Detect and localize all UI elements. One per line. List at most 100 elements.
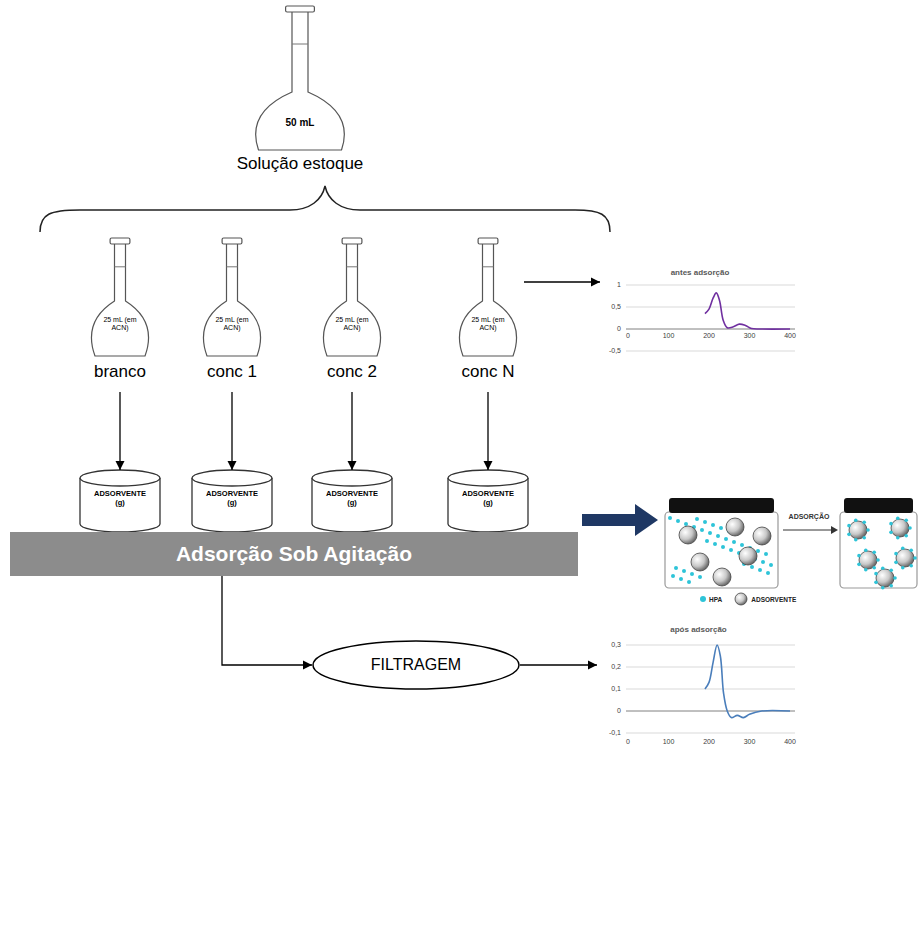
node-text: ADSORVENTE (g): [459, 489, 517, 507]
node-caption: conc 1: [207, 362, 257, 382]
process-ellipse: FILTRAGEM: [312, 640, 520, 690]
node-text: ADSORVENTE (g): [91, 489, 149, 507]
node-text: ADSORVENTE (g): [323, 489, 381, 507]
axis-tick: 1: [617, 281, 621, 289]
reaction-arrowhead: [831, 526, 838, 534]
hpa-dot: [705, 539, 709, 543]
adsorbed-hpa: [908, 526, 912, 530]
node-text: antes adsorção: [671, 268, 730, 278]
adsorbent-container: ADSORVENTE (g): [448, 470, 528, 532]
adsorbed-hpa: [889, 531, 893, 535]
adsorbed-hpa: [889, 522, 893, 526]
adsorbed-hpa: [901, 566, 905, 570]
adsorbent-particle: [896, 549, 914, 567]
axis-tick: 200: [703, 332, 715, 340]
hpa-dot: [716, 534, 720, 538]
flask-outline: [324, 244, 381, 356]
adsorbed-hpa: [904, 518, 908, 522]
hpa-dot: [679, 577, 683, 581]
hpa-dot: [766, 571, 770, 575]
adsorbed-hpa: [874, 581, 878, 585]
node-text: após adsorção: [670, 625, 726, 635]
adsorbent-particle: [859, 551, 877, 569]
hpa-dot: [695, 517, 699, 521]
flask-stopper: [478, 238, 498, 244]
flask-outline: [256, 12, 345, 150]
node-text: 25 mL (em ACN): [214, 316, 250, 333]
process-label: ADSORÇÃO: [789, 513, 830, 521]
adsorbent-container: ADSORVENTE (g): [80, 470, 160, 532]
adsorbed-hpa: [874, 572, 878, 576]
node-text: 25 mL (em ACN): [334, 316, 370, 333]
reaction-arrow: [783, 530, 832, 531]
hpa-dot: [684, 522, 688, 526]
axis-tick: 0: [617, 707, 621, 715]
stock-flask: 50 mLSolução estoque: [210, 4, 390, 182]
connector-arrow: [231, 392, 232, 470]
adsorbent-particle: [891, 519, 909, 537]
vial-body: [840, 512, 917, 588]
hpa-dot: [740, 543, 744, 547]
axis-tick: 0,3: [611, 641, 621, 649]
chart-gridline: [626, 285, 795, 286]
adsorbed-hpa: [866, 528, 870, 532]
adsorbed-hpa: [893, 576, 897, 580]
adsorbed-hpa: [872, 550, 876, 554]
adsorbent-particle: [739, 547, 757, 565]
adsorbent-particle: [876, 569, 894, 587]
graduation-mark: [292, 44, 308, 45]
legend-text: HPA: [709, 596, 722, 603]
axis-tick: 0,1: [611, 685, 621, 693]
connector-arrow: [351, 392, 352, 470]
adsorbed-hpa: [881, 566, 885, 570]
adsorbent-particle: [726, 518, 744, 536]
legend: HPAADSORVENTE: [700, 592, 804, 606]
hpa-dot: [682, 569, 686, 573]
adsorbed-hpa: [909, 548, 913, 552]
adsorbed-hpa: [847, 533, 851, 537]
node-text: 25 mL (em ACN): [470, 316, 506, 333]
flask-outline: [92, 244, 149, 356]
hpa-dot: [700, 528, 704, 532]
legend-symbol: [734, 592, 748, 606]
spectrum-chart: antes adsorção: [600, 265, 800, 375]
adsorbed-hpa: [904, 534, 908, 538]
axis-tick: -0,5: [609, 347, 621, 355]
adsorbed-hpa: [894, 552, 898, 556]
hpa-dot: [713, 542, 717, 546]
adsorbed-hpa: [896, 536, 900, 540]
hpa-dot: [674, 566, 678, 570]
process-arrow: [582, 504, 658, 536]
chart-gridline: [626, 645, 795, 646]
hpa-dot: [719, 526, 723, 530]
adsorbent-particle: [679, 526, 697, 544]
adsorbed-hpa: [901, 546, 905, 550]
vial-body: [665, 512, 778, 588]
adsorbed-hpa: [896, 516, 900, 520]
hpa-dot: [729, 548, 733, 552]
container-rim: [192, 470, 272, 486]
hpa-dot: [732, 540, 736, 544]
node-caption: Solução estoque: [237, 154, 364, 174]
adsorbent-particle: [691, 553, 709, 571]
node-text: 25 mL (em ACN): [102, 316, 138, 333]
flask-stopper: [342, 238, 362, 244]
adsorbed-hpa: [862, 536, 866, 540]
adsorbent-container: ADSORVENTE (g): [312, 470, 392, 532]
adsorbed-hpa: [864, 568, 868, 572]
graduation-mark: [227, 266, 238, 267]
volumetric-flask: 25 mL (em ACN) conc 1: [196, 236, 268, 392]
flask-outline: [204, 244, 261, 356]
connector-arrow: [520, 664, 597, 665]
curly-brace: [40, 186, 610, 232]
hpa-dot: [668, 516, 672, 520]
node-text: Adsorção Sob Agitação: [176, 541, 412, 566]
hpa-dot: [711, 523, 715, 527]
container-rim: [80, 470, 160, 486]
graduation-mark: [483, 266, 494, 267]
adsorbed-hpa: [876, 558, 880, 562]
flask-stopper: [222, 238, 242, 244]
adsorbed-hpa: [913, 556, 917, 560]
